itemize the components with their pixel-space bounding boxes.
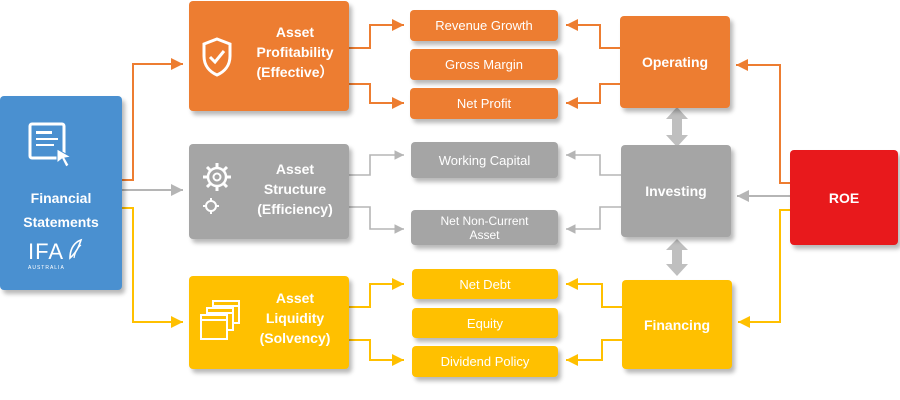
metric-net-debt[interactable]: Net Debt [412,269,558,299]
asset-liquidity-box[interactable]: Asset Liquidity (Solvency) [189,276,349,369]
metric-net-profit-label: Net Profit [456,96,512,111]
document-touch-icon [27,121,77,174]
asset-liquidity-line2: Liquidity [265,310,325,326]
operating-label: Operating [641,54,709,70]
leaf-icon [67,238,83,265]
asset-liquidity-line3: (Solvency) [259,330,331,346]
metric-gross-margin[interactable]: Gross Margin [410,49,558,80]
double-arrow-operating-investing [666,107,688,147]
roe-box[interactable]: ROE [790,150,898,245]
operating-box[interactable]: Operating [620,16,730,108]
connector-profitability-netprofit [349,83,404,109]
double-arrow-investing-financing [666,239,688,276]
financing-label: Financing [643,316,711,333]
metric-gross-margin-label: Gross Margin [444,57,524,72]
asset-structure-line3: (Efficiency) [257,201,333,217]
connector-roe-operating [736,59,790,184]
asset-structure-box[interactable]: Asset Structure (Efficiency) [189,144,349,239]
connector-structure-workingcap [349,150,404,176]
investing-box[interactable]: Investing [621,145,731,237]
connector-investing-workingcap [566,150,621,176]
metric-net-non-current-asset-line1: Net Non-Current [440,213,529,228]
metric-dividend-policy-label: Dividend Policy [440,354,530,369]
gears-icon [201,161,237,222]
financing-box[interactable]: Financing [622,280,732,369]
connector-investing-noncurrent [566,206,621,234]
asset-profitability-line3: (Effective） [256,64,334,80]
roe-label: ROE [828,189,860,206]
metric-revenue-growth-label: Revenue Growth [435,18,533,33]
ifa-logo-text: IFA [28,238,65,264]
connector-structure-noncurrent [349,206,404,234]
asset-structure-line2: Structure [263,181,327,197]
investing-label: Investing [645,183,707,199]
metric-net-profit[interactable]: Net Profit [410,88,558,119]
connector-profitability-revenue [349,19,404,49]
financial-statements-title-line1: Financial [30,190,92,206]
metric-dividend-policy[interactable]: Dividend Policy [412,346,558,377]
ifa-logo-subtitle: AUSTRALIA [28,265,65,271]
asset-profitability-line2: Profitability [256,44,334,60]
connector-liquidity-netdebt [349,278,404,308]
metric-working-capital-label: Working Capital [438,152,531,168]
asset-profitability-line1: Asset [275,24,315,40]
connector-operating-revenue [566,19,620,49]
financial-statements-box[interactable]: Financial Statements IFA AUSTRALIA [0,96,122,290]
connector-fs-profitability [122,58,183,181]
connector-roe-financing [738,209,790,328]
metric-revenue-growth[interactable]: Revenue Growth [410,10,558,41]
connector-financing-dividend [566,339,622,366]
connector-fs-liquidity [122,207,183,328]
windows-stack-icon [199,299,243,348]
financial-statements-title-line2: Statements [23,214,99,230]
asset-liquidity-line1: Asset [275,290,315,306]
asset-profitability-box[interactable]: Asset Profitability (Effective） [189,1,349,111]
metric-net-non-current-asset-line2: Asset [469,227,500,242]
metric-equity[interactable]: Equity [412,308,558,338]
metric-working-capital[interactable]: Working Capital [411,142,558,178]
connector-operating-netprofit [566,83,620,109]
asset-structure-line1: Asset [275,161,315,177]
ifa-logo: IFA AUSTRALIA [28,238,94,271]
metric-net-debt-label: Net Debt [459,276,511,292]
shield-check-icon [201,37,233,82]
connector-financing-netdebt [566,278,622,308]
connector-liquidity-dividend [349,339,404,366]
metric-net-non-current-asset[interactable]: Net Non-Current Asset [411,210,558,245]
metric-equity-label: Equity [466,315,504,331]
